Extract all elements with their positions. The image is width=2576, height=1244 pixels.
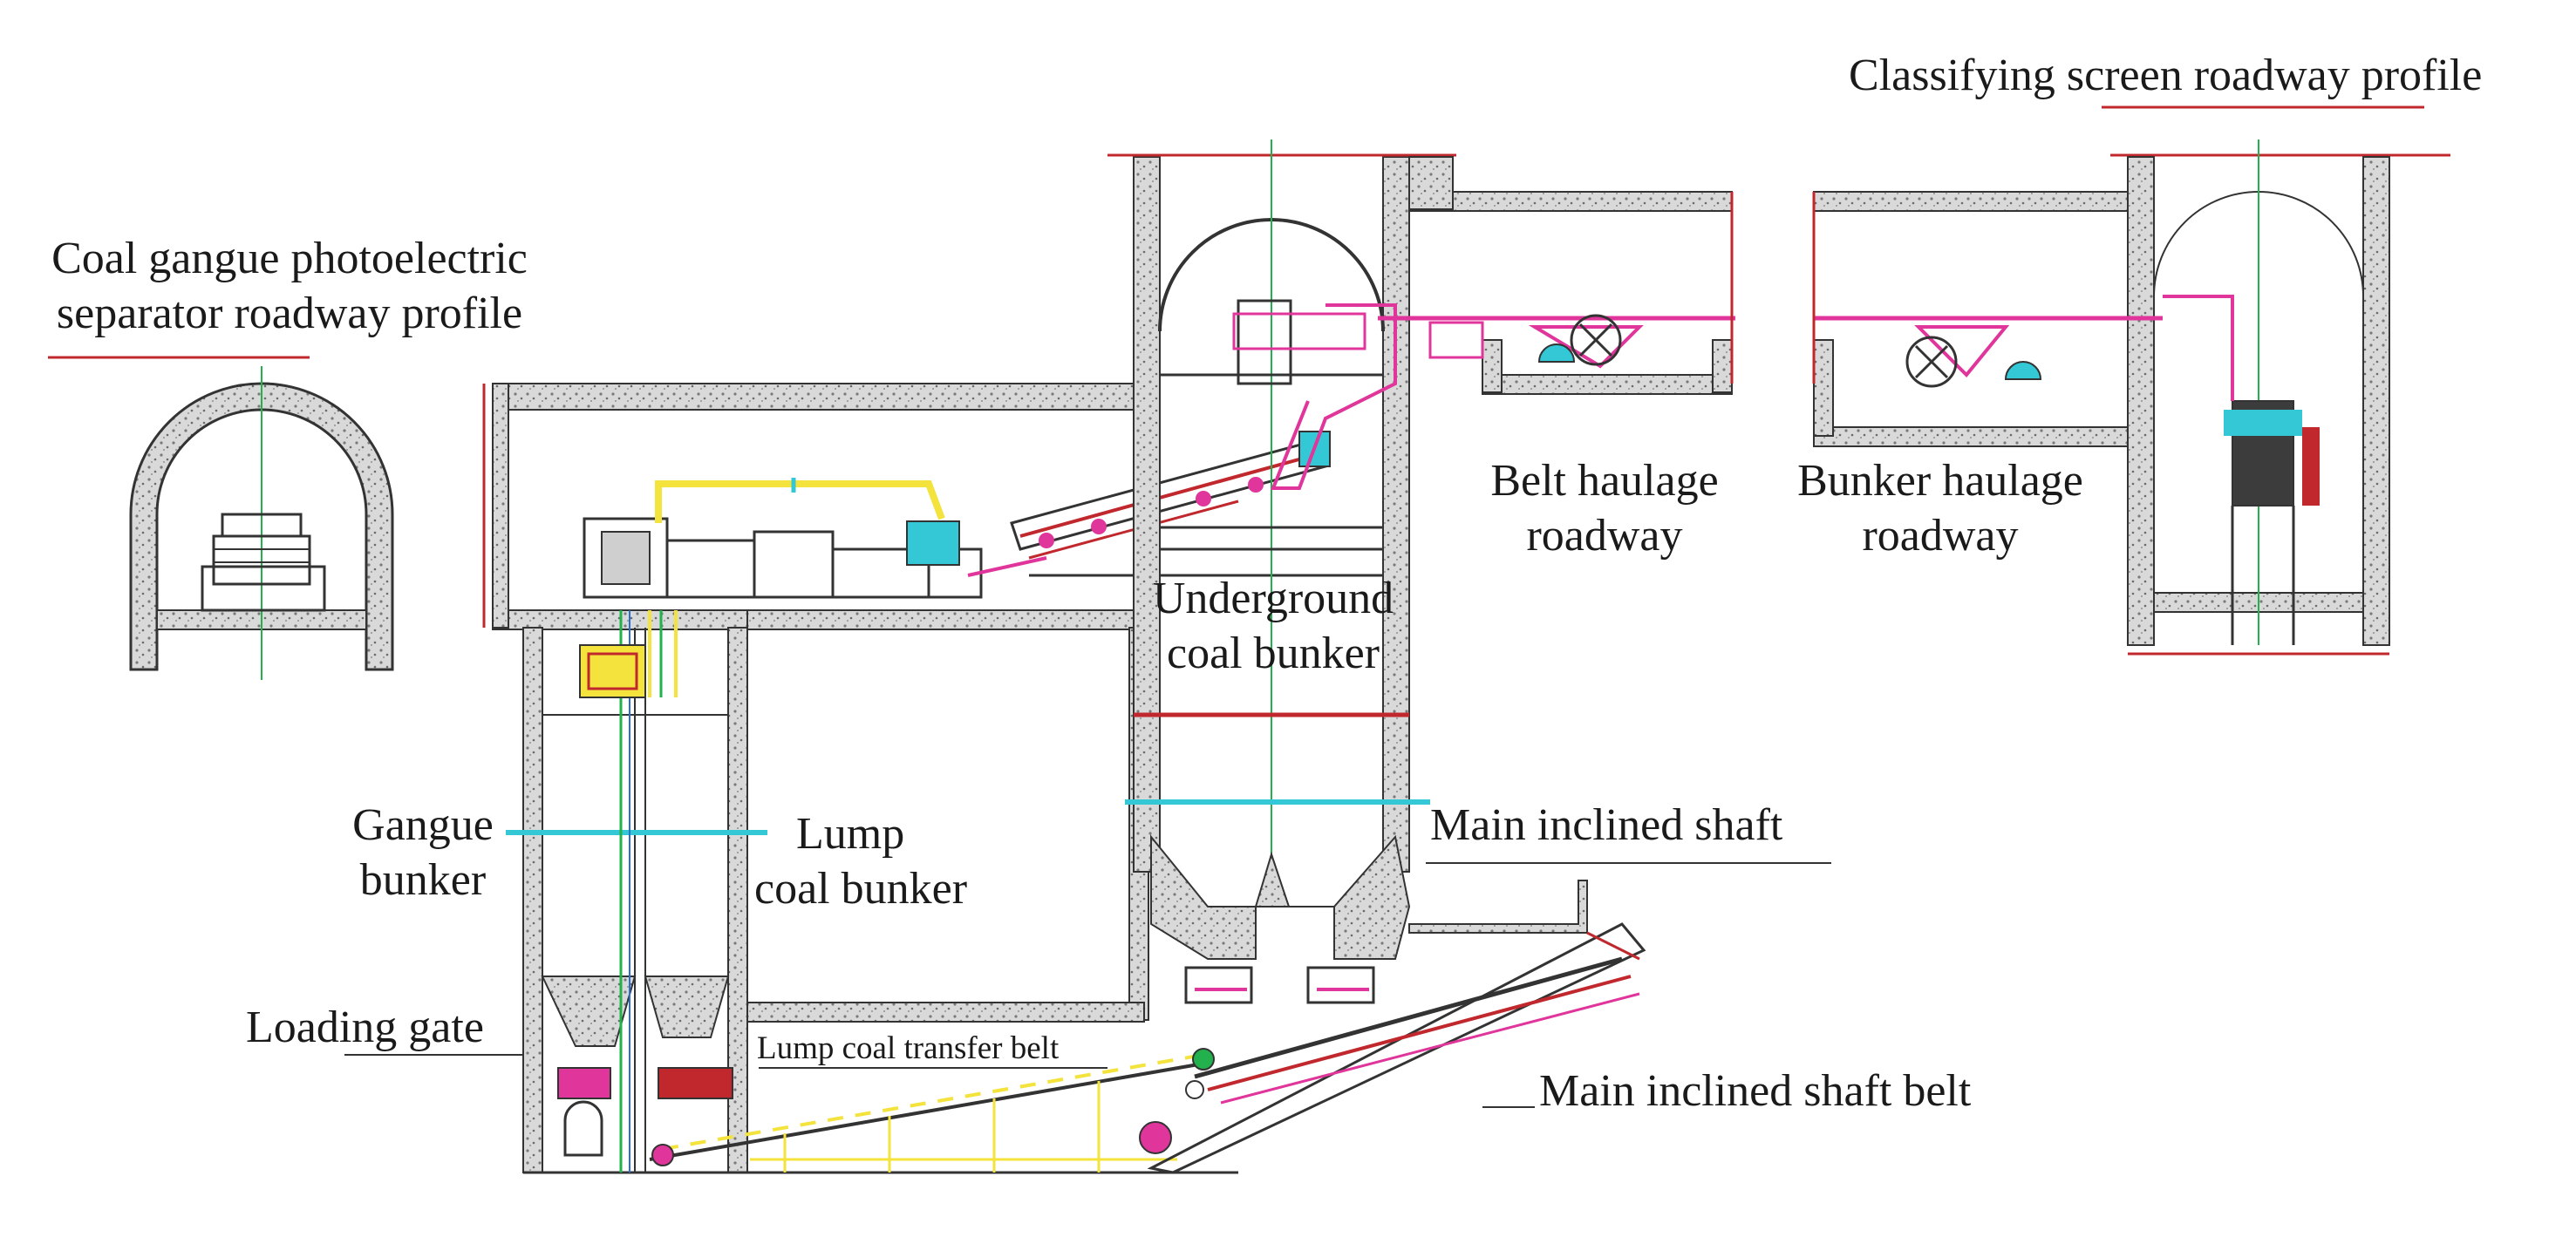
lump-bunker-label-line1: Lump: [796, 809, 905, 859]
bunker-haulage-conveyor: [1905, 325, 2042, 388]
lump-transfer-belt-label: Lump coal transfer belt: [757, 1030, 1060, 1066]
separator-label-line2: separator roadway profile: [56, 289, 523, 339]
belt-haulage-label: Belt haulage roadway: [1474, 453, 1735, 564]
main-shaft-belt-label: Main inclined shaft belt: [1539, 1066, 1972, 1116]
underground-bunker-label-line2: coal bunker: [1166, 629, 1380, 679]
separator-equipment-row: [583, 478, 983, 599]
belt-haulage-conveyor: [1428, 314, 1644, 369]
underground-coal-bunker: [1107, 139, 1456, 1004]
photoelectric-separator-machine: [201, 513, 326, 612]
loading-gate-equipment: [344, 1054, 733, 1157]
inclined-feed-conveyor: [967, 431, 1395, 577]
gangue-bunker-label-line2: bunker: [359, 855, 487, 906]
underground-bunker-label-line1: Underground: [1152, 574, 1394, 623]
separator-roadway-profile: [48, 356, 394, 680]
classifying-screen-machine: [2163, 295, 2320, 645]
belt-haulage-label-line2: roadway: [1526, 511, 1683, 561]
bunker-haulage-label-line1: Bunker haulage: [1797, 456, 2083, 506]
main-inclined-shaft-label: Main inclined shaft: [1430, 800, 1783, 850]
lump-bunker-label: Lump coal bunker: [754, 806, 967, 917]
loading-gate-label: Loading gate: [246, 1003, 484, 1052]
separator-arch-wall: [129, 382, 394, 671]
crusher-unit: [579, 644, 646, 698]
separator-label-line1: Coal gangue photoelectric: [51, 234, 528, 283]
lump-coal-transfer-belt: [649, 1048, 1215, 1173]
belt-haulage-label-line1: Belt haulage: [1490, 456, 1719, 506]
classifying-screen-label: Classifying screen roadway profile: [1849, 51, 2483, 100]
separator-chamber: [482, 383, 1143, 630]
gangue-bunker-label-line1: Gangue: [352, 800, 494, 850]
belt-haulage-roadway: [1378, 156, 1735, 395]
underground-bunker-label: Underground coal bunker: [1147, 571, 1400, 682]
leader-lines: [759, 862, 1831, 1108]
bunker-haulage-label: Bunker haulage roadway: [1770, 453, 2110, 564]
separator-label: Coal gangue photoelectric separator road…: [19, 231, 560, 342]
gangue-bunker-label: Gangue bunker: [327, 798, 519, 908]
bunker-haulage-label-line2: roadway: [1862, 511, 2019, 561]
classifying-screen-roadway: [1812, 105, 2450, 656]
main-inclined-shaft: [1139, 880, 1646, 1174]
lump-bunker-label-line2: coal bunker: [754, 864, 968, 914]
